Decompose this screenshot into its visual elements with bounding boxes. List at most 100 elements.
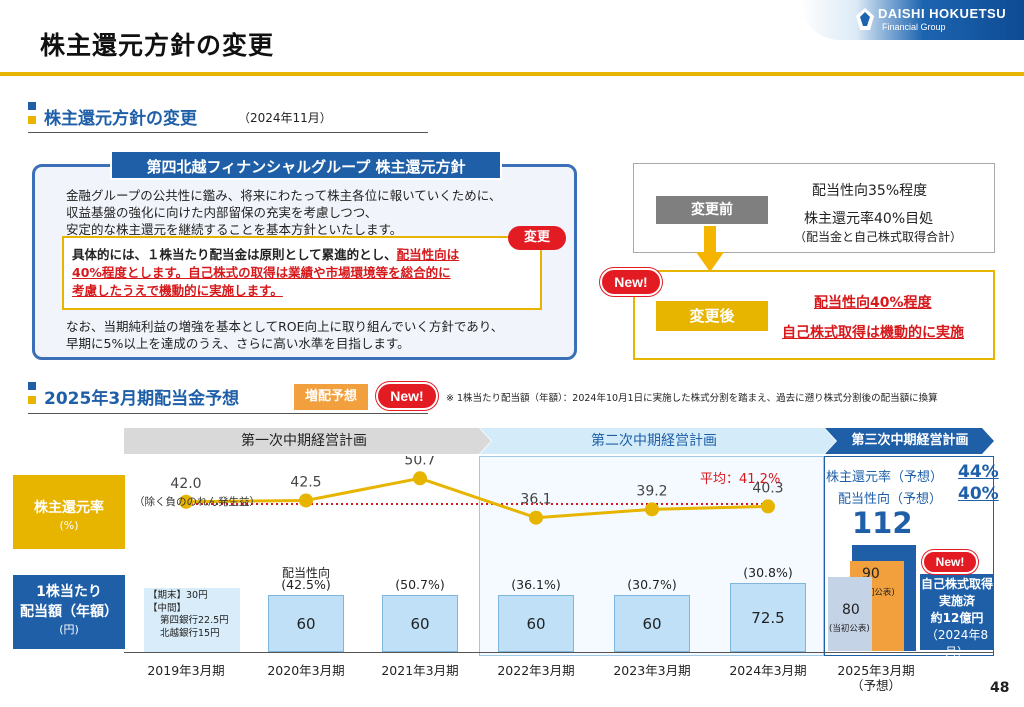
dividend-bar-value: 60 xyxy=(296,614,316,633)
return-rate-line xyxy=(185,476,769,520)
section-note: ※ 1株当たり配当額（年額）：2024年10月1日に実施した株式分割を踏まえ、過… xyxy=(446,393,938,404)
row-label-unit: (円) xyxy=(59,623,79,636)
year-sublabel: （予想） xyxy=(850,678,901,693)
fy2025-previous-note: (前回公表) xyxy=(854,588,895,598)
fy2019-detail-line: 北越銀行15円 xyxy=(160,627,220,639)
increase-tag: 増配予想 xyxy=(294,384,368,410)
return-rate-label: 39.2 xyxy=(636,483,667,499)
dividend-bar: 60 xyxy=(614,595,690,652)
policy-intro-2: 収益基盤の強化に向けた内部留保の充実を考慮しつつ、 xyxy=(66,205,378,220)
payout-ratio-label: (42.5%) xyxy=(281,577,331,592)
fy2025-initial-note: (当初公表) xyxy=(829,624,870,634)
highlight-change-text: 配当性向は xyxy=(396,247,460,262)
year-label: 2024年3月期 xyxy=(729,663,807,678)
fy2019-detail: 【期末】30円 【中間】 第四銀行22.5円 北越銀行15円 xyxy=(144,588,240,652)
after-label: 変更後 xyxy=(656,301,768,331)
section-rule xyxy=(28,132,428,133)
payout-ratio-label: (36.1%) xyxy=(511,577,561,592)
dividend-bar-value: 60 xyxy=(642,614,662,633)
return-rate-label: 36.1 xyxy=(520,492,551,508)
new-badge: New! xyxy=(600,268,662,296)
page-title: 株主還元方針の変更 xyxy=(40,31,275,60)
fy2019-detail-line: 【中間】 xyxy=(148,602,187,614)
return-rate-point xyxy=(179,494,193,509)
year-label: 2025年3月期 xyxy=(837,663,915,678)
before-return: 株主還元率40%目処 xyxy=(804,211,934,227)
policy-highlight-line-2: 40%程度とします。自己株式の取得は業績や市場環境等を総合的に xyxy=(72,265,451,280)
dividend-bar: 60 xyxy=(498,595,574,652)
return-note: （除く負ののれん発生益） xyxy=(134,496,260,508)
year-label: 2021年3月期 xyxy=(381,663,459,678)
section-marker xyxy=(28,102,36,110)
logo-name: DAISHI HOKUETSU xyxy=(878,6,1007,21)
payout-ratio-label: (30.7%) xyxy=(627,577,677,592)
section-marker xyxy=(28,116,36,124)
fy2025-payout-value: 40% xyxy=(958,484,999,504)
section-title: 2025年3月期配当金予想 xyxy=(44,389,240,409)
policy-highlight-line-1: 具体的には、１株当たり配当金は原則として累進的とし、配当性向は xyxy=(72,246,459,264)
return-rate-label: 50.7 xyxy=(404,456,435,468)
row-label-dps: 1株当たり 配当額（年額） (円) xyxy=(13,575,125,649)
before-return-note: （配当金と自己株式取得合計） xyxy=(794,230,963,244)
highlight-text: 具体的には、１株当たり配当金は原則として累進的とし、 xyxy=(72,247,397,262)
fy2019-detail-line: 第四銀行22.5円 xyxy=(160,615,229,626)
average-label: 平均：41.2% xyxy=(700,472,781,487)
logo-mark-icon xyxy=(856,8,874,30)
section-date: （2024年11月） xyxy=(238,111,332,125)
title-rule xyxy=(0,72,1024,76)
fy2025-return-label: 株主還元率（予想） xyxy=(826,470,944,485)
change-badge: 変更 xyxy=(508,226,566,250)
year-label: 2022年3月期 xyxy=(497,663,575,678)
dividend-bar: 60 xyxy=(268,595,344,652)
payout-ratio-label: (30.8%) xyxy=(743,565,793,581)
return-rate-point xyxy=(299,493,313,508)
phase-arrows xyxy=(124,428,994,454)
buyback-line: 実施済 xyxy=(938,594,975,608)
policy-outro-1: なお、当期純利益の増強を基本としてROE向上に取り組んでいく方針であり、 xyxy=(66,319,504,334)
buyback-box: 自己株式取得 実施済 約12億円 （2024年8月） xyxy=(920,574,994,659)
return-rate-point xyxy=(529,510,543,525)
after-buyback: 自己株式取得は機動的に実施 xyxy=(782,325,964,341)
phase-2: 第二次中期経営計画 xyxy=(591,433,717,449)
arrow-down-icon xyxy=(696,226,724,272)
policy-intro-3: 安定的な株主還元を継続することを基本方針といたします。 xyxy=(66,222,403,237)
before-payout: 配当性向35%程度 xyxy=(812,183,928,199)
row-label-return-rate: 株主還元率 (%) xyxy=(13,475,125,549)
return-rate-point xyxy=(413,471,427,486)
policy-highlight-box xyxy=(62,236,542,310)
policy-highlight-line-3: 考慮したうえで機動的に実施します。 xyxy=(72,283,283,298)
new-badge: New! xyxy=(376,382,438,410)
dividend-bar-value: 60 xyxy=(410,614,430,633)
policy-outro-2: 早期に5%以上を達成のうえ、さらに高い水準を目指します。 xyxy=(66,336,410,351)
fy2025-initial-bar xyxy=(828,577,872,651)
payout-caption: 配当性向 xyxy=(281,566,330,580)
section-marker xyxy=(28,396,36,404)
chart-baseline xyxy=(124,652,994,653)
phase-3: 第三次中期経営計画 xyxy=(851,433,969,448)
fy2025-return-value: 44% xyxy=(958,462,999,482)
buyback-line: 自己株式取得 xyxy=(920,577,993,591)
dividend-bar-value: 60 xyxy=(526,614,546,633)
row-label-text: 株主還元率 xyxy=(34,500,104,516)
row-label-text: 配当額（年額） xyxy=(20,604,118,620)
year-label: 2019年3月期 xyxy=(147,663,225,678)
return-rate-label: 42.0 xyxy=(170,476,201,492)
section-rule xyxy=(28,413,428,414)
return-rate-point xyxy=(645,502,659,517)
policy-heading: 第四北越フィナンシャルグループ 株主還元方針 xyxy=(110,150,502,180)
return-rate-label: 40.3 xyxy=(752,480,783,496)
before-label: 変更前 xyxy=(656,196,768,224)
year-label: 2020年3月期 xyxy=(267,663,345,678)
fy2019-detail-line: 【期末】30円 xyxy=(148,590,208,601)
year-label: 2023年3月期 xyxy=(613,663,691,678)
dividend-bar: 60 xyxy=(382,595,458,652)
after-box xyxy=(633,270,995,360)
section-title: 株主還元方針の変更 xyxy=(44,109,197,129)
row-label-text: 1株当たり xyxy=(36,584,102,600)
after-payout: 配当性向40%程度 xyxy=(814,295,932,311)
return-rate-point xyxy=(761,499,775,514)
buyback-line: 約12億円 xyxy=(930,611,984,625)
fy2025-payout-label: 配当性向（予想） xyxy=(838,492,943,507)
payout-ratio-label: (50.7%) xyxy=(395,577,445,592)
buyback-line: （2024年8月） xyxy=(925,628,989,659)
